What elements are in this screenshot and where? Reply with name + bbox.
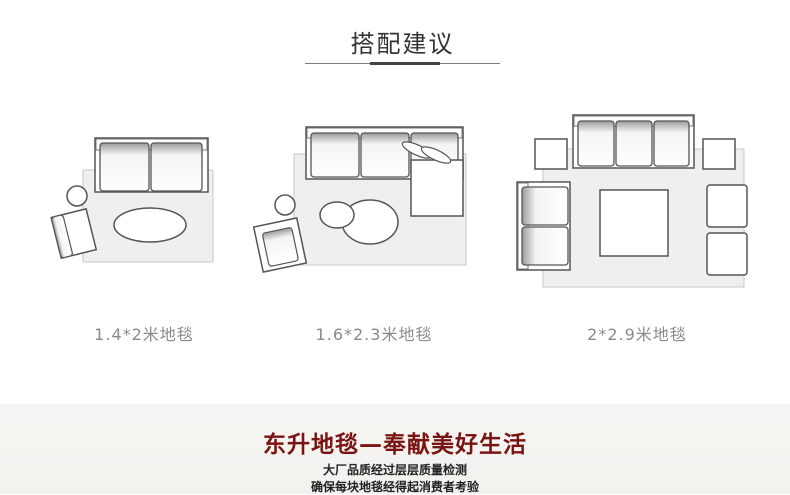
armchair: [50, 207, 98, 260]
brand-slogan: 东升地毯—奉献美好生活: [263, 432, 527, 458]
layout-2-diagram: [252, 126, 467, 273]
layout-3-caption: 2*2.9米地毯: [587, 325, 687, 344]
brand-banner: [0, 404, 790, 494]
coffee-table-oval: [113, 207, 187, 243]
armchair: [252, 217, 308, 273]
end-table-right: [702, 138, 736, 170]
layout-3-diagram: [516, 114, 748, 288]
title-divider-accent: [370, 62, 440, 65]
quality-line-1: 大厂品质经过层层质量检测: [322, 463, 467, 477]
end-table-left: [534, 138, 568, 170]
loveseat-left: [516, 181, 571, 271]
ottoman-bottom: [706, 232, 748, 276]
layout-1-diagram: [50, 137, 214, 263]
sectional-sofa: [305, 126, 464, 217]
sofa-two-seat: [94, 137, 209, 193]
square-coffee-table: [599, 189, 669, 257]
pebble-table-small: [319, 201, 355, 229]
layout-1-caption: 1.4*2米地毯: [94, 325, 194, 344]
quality-line-2: 确保每块地毯经得起消费者考验: [310, 480, 479, 494]
layout-diagrams: [50, 114, 748, 288]
layout-2-caption: 1.6*2.3米地毯: [315, 325, 433, 344]
section-title: 搭配建议: [350, 30, 455, 58]
ottoman-top: [706, 184, 748, 228]
side-table-round: [66, 185, 88, 207]
side-table-round: [274, 194, 296, 216]
three-seat-sofa: [572, 114, 695, 169]
